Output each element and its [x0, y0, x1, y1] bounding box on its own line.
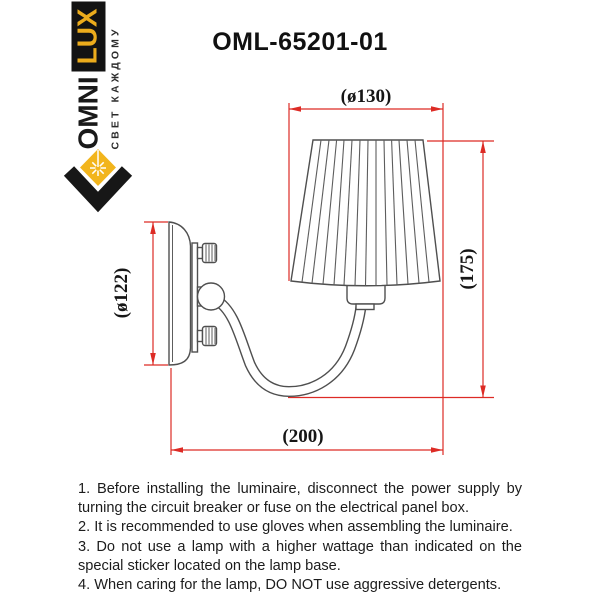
diamond-icon — [77, 146, 119, 189]
product-model-title: OML-65201-01 — [212, 28, 388, 56]
mount-screw-top — [196, 242, 218, 264]
installation-instructions: 1. Before installing the luminaire, disc… — [78, 480, 522, 595]
instruction-item-1: 1. Before installing the luminaire, disc… — [78, 481, 522, 517]
dimension-shade-diameter: (ø130) — [340, 86, 392, 107]
starburst-icon — [90, 150, 106, 176]
instruction-item-4: 4. When caring for the lamp, DO NOT use … — [78, 577, 502, 594]
instruction-item-2: 2. It is recommended to use gloves when … — [78, 519, 513, 536]
lamp-arm — [212, 295, 367, 398]
lamp-shade — [290, 139, 441, 287]
brand-logo-icon — [63, 146, 133, 213]
arm-knuckle — [196, 282, 226, 311]
dimension-lines — [144, 103, 494, 455]
dimension-width: (200) — [282, 426, 324, 447]
dimension-height: (175) — [457, 248, 478, 290]
technical-drawing — [144, 103, 494, 455]
chevron-icon — [63, 166, 133, 213]
wall-plate — [168, 221, 226, 366]
instruction-item-3: 3. Do not use a lamp with a higher watta… — [78, 538, 522, 574]
mount-screw-bottom — [196, 325, 218, 347]
shade-holder — [346, 282, 386, 311]
dimension-plate-diameter: (ø122) — [111, 267, 132, 319]
